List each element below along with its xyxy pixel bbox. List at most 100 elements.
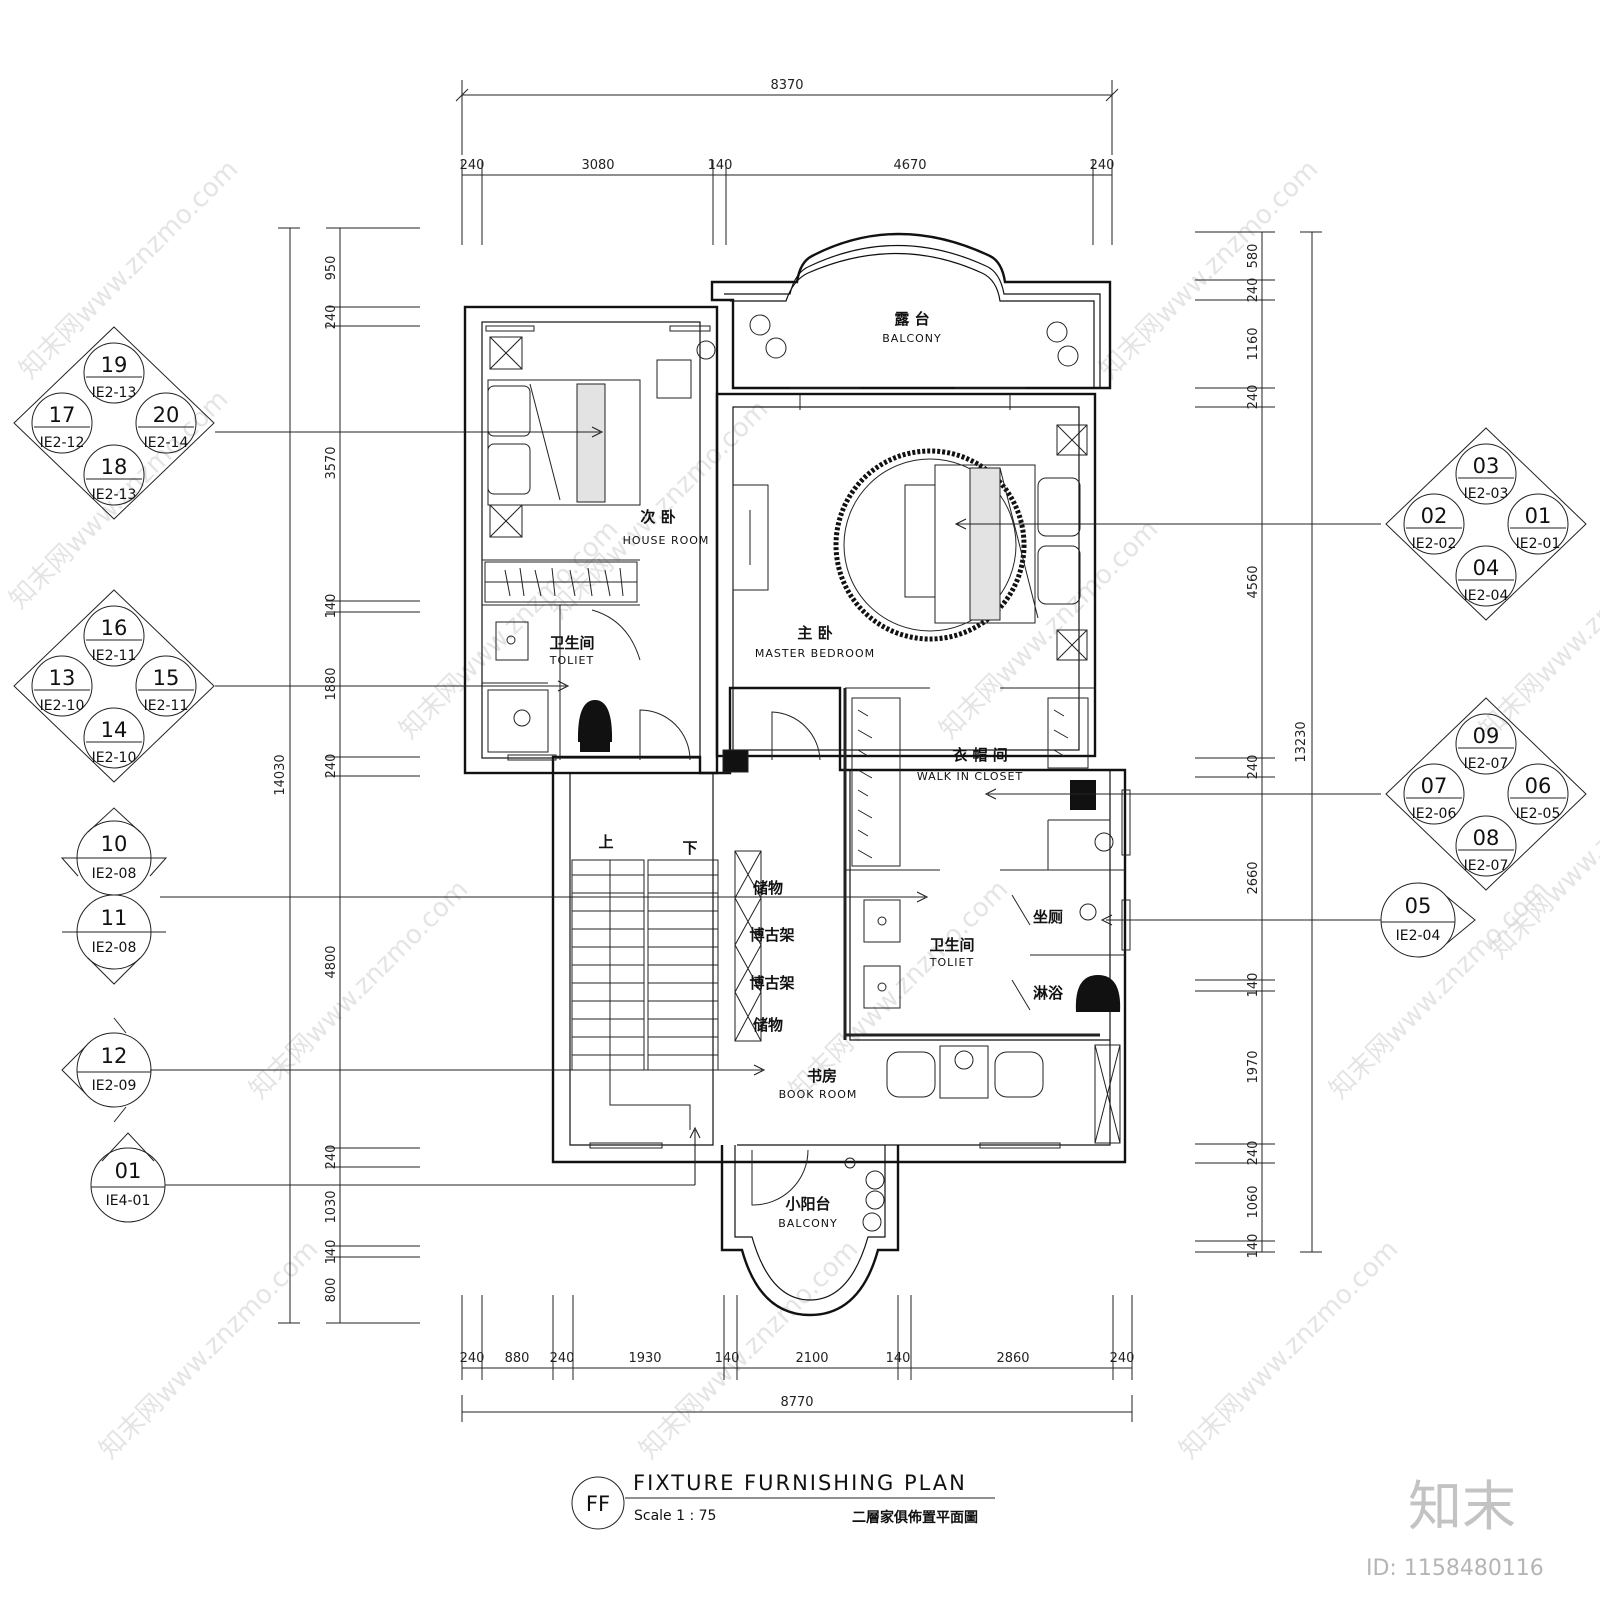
book-room-label-en: BOOK ROOM — [779, 1088, 858, 1101]
elevation-tag-10: 10 IE2-08 — [60, 807, 168, 896]
furniture — [484, 314, 1121, 1232]
elevation-tag-01-ie4: 01 IE4-01 — [90, 1132, 166, 1223]
master-bed — [833, 424, 1088, 661]
tag-05: 05 — [1405, 894, 1432, 918]
dim-right-seg-11: 1060 — [1246, 1185, 1261, 1218]
dim-right-seg-5: 4560 — [1246, 565, 1261, 598]
dim-bottom-seg-6: 2100 — [795, 1351, 828, 1366]
brand-logo: 知末 — [1408, 1475, 1516, 1538]
master-toilet-label-cn: 卫生间 — [929, 936, 974, 954]
id-label: ID: 1158480116 — [1366, 1556, 1544, 1581]
tag-18: 18 — [101, 455, 128, 479]
book-room-label-cn: 书房 — [807, 1067, 837, 1085]
dim-bottom-total: 8770 — [780, 1395, 813, 1410]
dim-top-total: 8370 — [770, 78, 803, 93]
seat-toilet-label: 坐厕 — [1033, 908, 1063, 926]
dim-left-seg-8: 240 — [324, 1145, 339, 1170]
tag-17: 17 — [49, 403, 76, 427]
elevation-tag-12: 12 IE2-09 — [61, 1017, 152, 1123]
dim-left-seg-9: 1030 — [324, 1190, 339, 1223]
tag-12: 12 — [101, 1044, 128, 1068]
elevation-tag-group-right-1: 03 IE2-03 02 IE2-02 01 IE2-01 04 IE2-04 — [1385, 427, 1587, 621]
tag-11: 11 — [101, 906, 128, 930]
dim-right-seg-9: 1970 — [1246, 1050, 1261, 1083]
small-toilet-label-cn: 卫生间 — [549, 634, 594, 652]
dim-left-seg-5: 1880 — [324, 667, 339, 700]
watermark: 知末网www.znzmo.com — [1174, 1234, 1405, 1465]
elevation-tag-05: 05 IE2-04 — [1380, 882, 1476, 958]
book-room-desk — [886, 1044, 1121, 1144]
dim-left-seg-11: 800 — [324, 1278, 339, 1303]
dim-right-seg-1: 580 — [1246, 244, 1261, 269]
reference-lines — [150, 426, 1381, 1186]
tag-02: 02 — [1421, 504, 1448, 528]
shelf-column — [734, 850, 762, 1042]
dim-bottom-seg-3: 240 — [550, 1351, 575, 1366]
brand: 知末 ID: 1158480116 — [1366, 1475, 1544, 1581]
dim-right-seg-8: 140 — [1246, 973, 1261, 998]
tag-01: 01 — [1525, 504, 1552, 528]
shelf-1-label: 博古架 — [749, 926, 794, 944]
tag-17-ref: IE2-12 — [40, 435, 85, 451]
staircase — [571, 859, 719, 1130]
tag-09-ref: IE2-07 — [1464, 756, 1509, 772]
tag-10: 10 — [101, 832, 128, 856]
dim-bottom-seg-1: 240 — [460, 1351, 485, 1366]
tag-06: 06 — [1525, 774, 1552, 798]
closet-label-en: WALK IN CLOSET — [917, 770, 1023, 783]
balcony-label-cn: 露 台 — [894, 310, 929, 328]
dim-left-total: 14030 — [273, 754, 288, 795]
watermark: 知末网www.znzmo.com — [14, 154, 245, 385]
windows — [485, 325, 1131, 1149]
tag-02-ref: IE2-02 — [1412, 536, 1457, 552]
plan-cn-title: 二層家俱佈置平面圖 — [852, 1509, 978, 1526]
tag-01-ref: IE2-01 — [1516, 536, 1561, 552]
dim-right-seg-12: 140 — [1246, 1234, 1261, 1259]
dim-bottom-seg-2: 880 — [505, 1351, 530, 1366]
tag-04-ref: IE2-04 — [1464, 588, 1509, 604]
guest-wardrobe — [484, 561, 638, 603]
title-symbol: FF — [586, 1492, 610, 1516]
small-toilet-fixtures — [487, 621, 613, 753]
tag-14: 14 — [101, 718, 128, 742]
small-toilet-label-en: TOLIET — [549, 654, 594, 667]
tag-07-ref: IE2-06 — [1412, 806, 1457, 822]
elevation-tag-group-left-2: 16 IE2-11 13 IE2-10 15 IE2-11 14 IE2-10 — [13, 589, 215, 783]
dim-top-seg-5: 240 — [1090, 158, 1115, 173]
elevation-tag-11: 11 IE2-08 — [62, 894, 166, 985]
dim-bottom-seg-5: 140 — [715, 1351, 740, 1366]
tag-18-ref: IE2-13 — [92, 487, 137, 503]
tag-08-ref: IE2-07 — [1464, 858, 1509, 874]
dim-right-seg-3: 1160 — [1246, 327, 1261, 360]
house-room-label-en: HOUSE ROOM — [623, 534, 710, 547]
stair-down-label: 下 — [682, 839, 697, 857]
tag-08: 08 — [1473, 826, 1500, 850]
elevation-tag-group-right-2: 09 IE2-07 07 IE2-06 06 IE2-05 08 IE2-07 — [1385, 697, 1587, 891]
dim-top-seg-4: 4670 — [893, 158, 926, 173]
dimension-lines: 8370 240 3080 140 4670 240 240 880 240 1… — [273, 78, 1322, 1422]
dim-top-seg-2: 3080 — [581, 158, 614, 173]
tag-19: 19 — [101, 353, 128, 377]
tag-20: 20 — [153, 403, 180, 427]
dim-left-seg-4: 140 — [324, 594, 339, 619]
dim-left-seg-2: 240 — [324, 305, 339, 330]
small-balcony-label-cn: 小阳台 — [785, 1195, 830, 1213]
master-bedroom-label-en: MASTER BEDROOM — [755, 647, 875, 660]
storage-bottom-label: 储物 — [753, 1016, 783, 1034]
stair-up-label: 上 — [598, 833, 613, 851]
master-toilet-fixtures — [863, 899, 1121, 1012]
tag-16-ref: IE2-11 — [92, 648, 137, 664]
tag-11-ref: IE2-08 — [92, 940, 137, 956]
dim-left-seg-6: 240 — [324, 754, 339, 779]
tag-13-ref: IE2-10 — [40, 698, 85, 714]
shower-label: 淋浴 — [1033, 984, 1064, 1002]
tag-10-ref: IE2-08 — [92, 866, 137, 882]
shelf-2-label: 博古架 — [749, 974, 794, 992]
dim-bottom-seg-4: 1930 — [628, 1351, 661, 1366]
dim-right-seg-4: 240 — [1246, 385, 1261, 410]
tag-06-ref: IE2-05 — [1516, 806, 1561, 822]
small-balcony-label-en: BALCONY — [778, 1217, 838, 1230]
room-labels: 露 台 BALCONY 次 卧 HOUSE ROOM 主 卧 MASTER BE… — [549, 310, 1064, 1230]
dim-right-total: 13230 — [1294, 721, 1309, 762]
